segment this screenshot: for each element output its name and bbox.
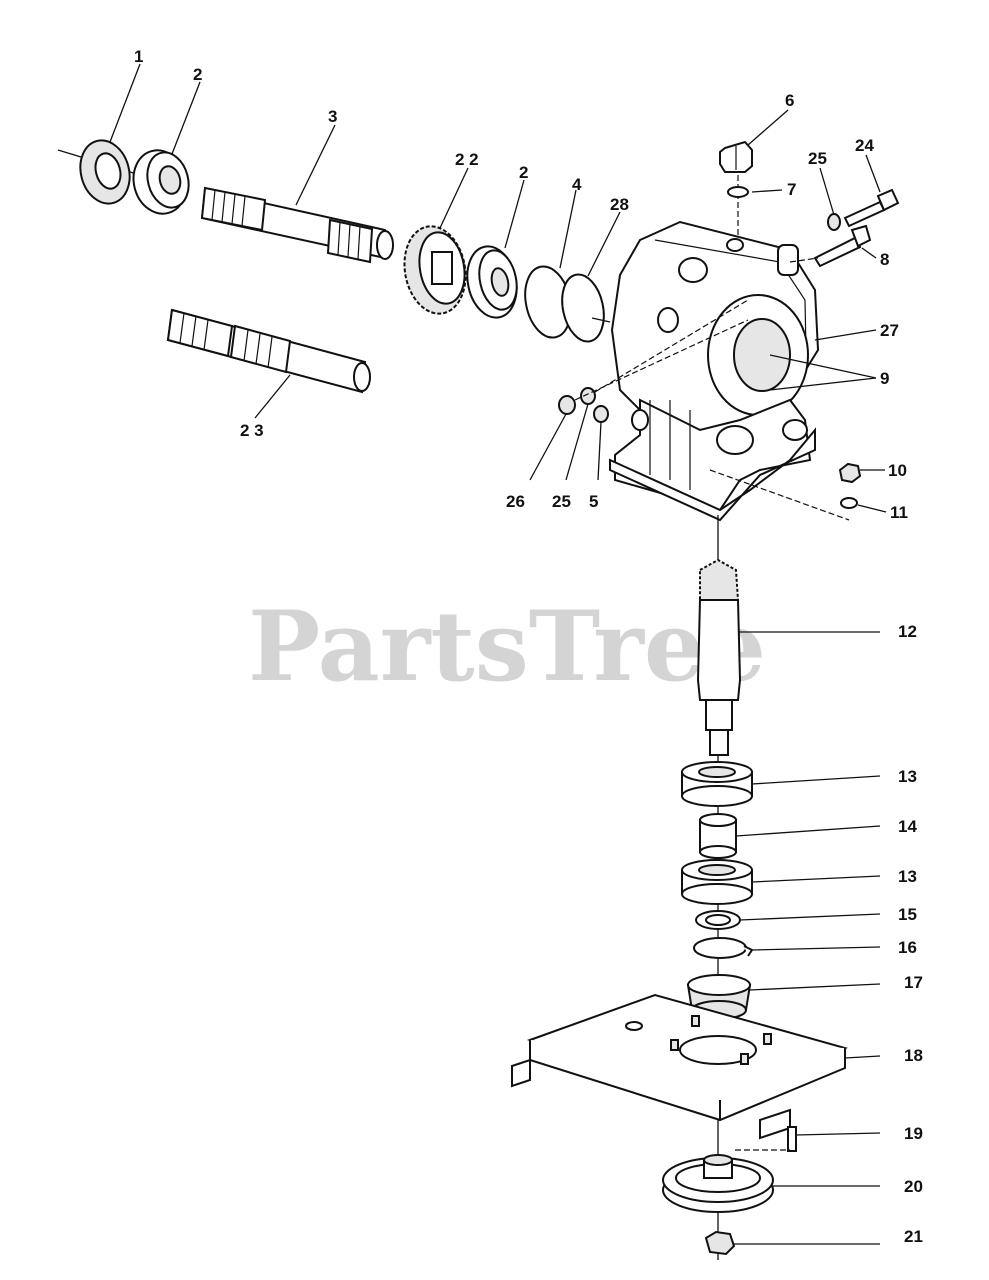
callout-19: 19 xyxy=(904,1124,923,1143)
callout-16: 16 xyxy=(898,938,917,957)
part-18-mounting-plate xyxy=(511,993,849,1140)
callout-24: 24 xyxy=(855,136,874,155)
part-20-pulley xyxy=(662,1154,774,1213)
callout-13-lower: 13 xyxy=(898,867,917,886)
part-23-shaft xyxy=(166,308,371,394)
part-5-plug xyxy=(593,405,609,423)
part-12-pinion-shaft xyxy=(696,558,742,756)
axis-line-upper xyxy=(591,317,611,323)
callout-2-left: 2 xyxy=(193,65,202,84)
part-6-breather xyxy=(719,140,753,173)
callout-17: 17 xyxy=(904,973,923,992)
part-13-bearing-lower xyxy=(681,859,753,905)
part-8-bolt xyxy=(813,224,872,268)
callout-8: 8 xyxy=(880,250,889,269)
callout-15: 15 xyxy=(898,905,917,924)
part-7-washer xyxy=(727,186,749,198)
callout-12: 12 xyxy=(898,622,917,641)
leader-lines xyxy=(109,63,887,1245)
callout-22: 2 2 xyxy=(455,150,479,169)
part-24-bolt xyxy=(843,188,900,228)
part-11-washer xyxy=(840,497,858,509)
callout-9: 9 xyxy=(880,369,889,388)
part-28-shim xyxy=(561,273,605,343)
callout-26: 26 xyxy=(506,492,525,511)
watermark-text: PartsTree xyxy=(248,590,766,703)
callout-13-upper: 13 xyxy=(898,767,917,786)
part-2-bearing-left xyxy=(132,149,190,215)
part-10-nut xyxy=(838,462,862,484)
callout-14: 14 xyxy=(898,817,917,836)
callout-11: 11 xyxy=(890,503,908,522)
part-3-shaft xyxy=(200,186,394,264)
callout-25-upper: 25 xyxy=(808,149,827,168)
callout-labels: 1 2 3 2 2 2 4 28 6 7 25 24 8 27 9 10 11 … xyxy=(134,47,923,1246)
part-19-key xyxy=(787,1126,797,1152)
part-27-gearbox-housing xyxy=(609,220,820,522)
callout-3: 3 xyxy=(328,107,337,126)
callout-23: 2 3 xyxy=(240,421,264,440)
part-2-bearing-right xyxy=(466,245,518,319)
callout-4: 4 xyxy=(572,175,582,194)
part-1-seal xyxy=(57,139,141,205)
callout-18: 18 xyxy=(904,1046,923,1065)
part-25-washer-upper xyxy=(827,213,841,231)
part-26-nut xyxy=(558,395,576,415)
callout-27: 27 xyxy=(880,321,899,340)
dash-10 xyxy=(709,469,850,521)
part-14-spacer xyxy=(699,813,737,859)
part-22-bevel-gear xyxy=(403,225,467,315)
part-21-nut xyxy=(704,1230,736,1256)
callout-5: 5 xyxy=(589,492,598,511)
callout-6: 6 xyxy=(785,91,794,110)
dash-25 xyxy=(594,299,749,393)
callout-2-right: 2 xyxy=(519,163,528,182)
callout-28: 28 xyxy=(610,195,629,214)
part-15-washer xyxy=(695,910,741,930)
callout-20: 20 xyxy=(904,1177,923,1196)
callout-21: 21 xyxy=(904,1227,923,1246)
part-13-bearing-upper xyxy=(681,761,753,807)
callout-10: 10 xyxy=(888,461,907,480)
part-16-snap-ring xyxy=(693,937,754,959)
callout-7: 7 xyxy=(787,180,796,199)
dash-8 xyxy=(789,257,819,263)
callout-1: 1 xyxy=(134,47,143,66)
callout-25-lower: 25 xyxy=(552,492,571,511)
